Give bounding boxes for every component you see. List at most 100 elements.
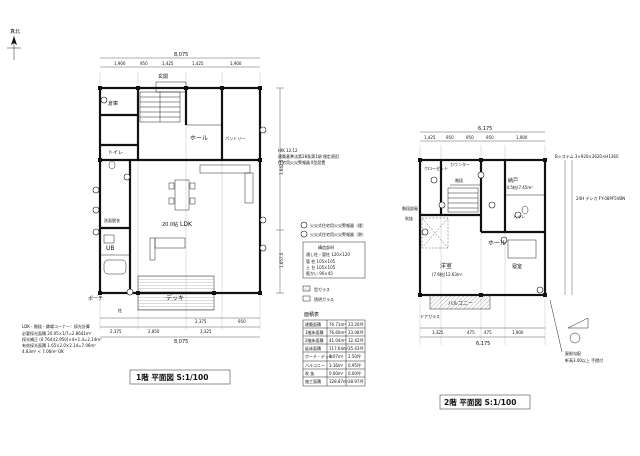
area-cell: 施工面積: [305, 378, 321, 384]
area-cell: 2階床面積: [305, 337, 324, 343]
north-arrow-icon: 真北: [7, 28, 21, 60]
plan1-room-porch: ポーチ: [88, 295, 103, 302]
plan1-dim-bottom: 2,375: [110, 329, 122, 334]
area-cell: 41.04m²: [329, 338, 346, 343]
plan1-room-toilet: トイレ: [108, 150, 123, 156]
area-cell: 0.95坪: [348, 362, 361, 368]
area-cell: 延床面積: [305, 345, 321, 351]
roof-pitch-icon: [567, 317, 589, 344]
area-cell: 0.00m²: [329, 371, 344, 376]
plan2-dim-top: 950: [486, 135, 494, 140]
plan1-title-box: [129, 369, 231, 385]
plan2-room-balcony: バルコニー: [448, 301, 473, 307]
plan2-toilet-icon: [521, 205, 529, 215]
plan1-dim-top-total: 8,075: [174, 52, 188, 58]
plan2-room-toilet: トイレ: [513, 214, 525, 219]
area-table-title: 面積表: [304, 311, 319, 318]
plan1-dim-top: 1,900: [230, 61, 242, 66]
plan2-room-counter: カウンター: [450, 161, 470, 167]
plan2-dim-bottom-total: 6,175: [476, 341, 490, 347]
plan2-callout: 軒高3.00以上 手摺付: [565, 357, 603, 363]
legend-alarm1: 火災式住宅用火災警報器（煙）: [310, 222, 366, 228]
area-cell: 128.87m²: [329, 379, 349, 384]
area-cell: 23.08坪: [348, 329, 363, 335]
plan2-callout: Bシステム 3×920×3620×H1360: [555, 153, 619, 159]
legend-structure-box: [302, 241, 366, 279]
plan2-group: 6,175 1,425 950 950 950 1,900: [402, 126, 625, 410]
legend-row: 筋かい 90×45: [306, 270, 333, 276]
clear-glass-icon: [302, 295, 311, 302]
area-cell: 35.43坪: [348, 345, 363, 351]
plan1-room-pole: 柱: [118, 307, 122, 313]
legend-glass2: 透明ガラス: [314, 296, 334, 302]
plan1-dim-bottom: 3,325: [200, 329, 212, 334]
area-cell: 建築面積: [305, 321, 321, 327]
area-cell: 吹 抜: [305, 370, 314, 376]
plan1-room-bath: UB: [106, 245, 115, 252]
plan2-dim-top: 1,425: [424, 135, 436, 140]
area-cell: バルコニー: [305, 363, 325, 368]
legend-alarm2: 火災式住宅用火災警報器（熱）: [310, 231, 366, 237]
plan1-kitchen-counter: [199, 164, 251, 174]
area-cell: 8.07m²: [329, 354, 344, 359]
plan2-room-western1-area: (7.6帖)12.63m²: [432, 271, 463, 277]
plan2-dim-bottom: 475: [484, 330, 492, 335]
plan1-dim-top: 1,425: [162, 61, 174, 66]
legend-box-title: 構造部材: [318, 244, 334, 250]
plan1-note: 有効採光面積 1.65×2.0×2.14=7.06m²: [22, 342, 96, 348]
plan1-dim-right: 1,657.5: [279, 252, 284, 268]
plan1-room-deck: デッキ: [166, 294, 184, 302]
plan1-room-ldk-area: 20.0帖: [162, 221, 178, 228]
plan1-room-ldk: LDK: [180, 221, 193, 228]
plan2-room-hall: ホール: [488, 240, 506, 247]
plan1-dim-top: 1,425: [192, 61, 204, 66]
heat-alarm-icon: [300, 230, 308, 238]
plan1-notes: LDK・階段・踊場コーナー：採光計算 必要採光面積 20.05×1/7=2.86…: [22, 323, 102, 354]
plan2-dim-bottom: 475: [467, 330, 475, 335]
plan1-note: 必要採光面積 20.05×1/7=2.8641m²: [22, 330, 92, 336]
plan1-dining-table: [168, 179, 196, 211]
plan1-room-washroom: 洗面脱衣: [104, 217, 120, 223]
legend-row: 土 台 105×105: [306, 264, 336, 270]
plan2-bed: [507, 239, 537, 259]
area-cell: 1階床面積: [305, 329, 324, 335]
plan2-room-closet: クローゼット: [424, 165, 448, 171]
area-cell: 76.60m²: [329, 330, 346, 335]
plan2-void: [421, 217, 449, 249]
area-table: 面積表 建築面積 76.71m² 23.20坪 1階床面積 76.60m² 23…: [302, 311, 366, 387]
area-cell: 3.16m²: [329, 363, 344, 368]
area-cell: 23.20坪: [348, 321, 363, 327]
plan1-bathtub: [103, 259, 127, 275]
plan1-room-storage: 倉庫: [108, 100, 118, 107]
plan2-grid-markers: [421, 171, 544, 294]
plan1-columns: [98, 86, 262, 295]
plan1-dim-top: 950: [140, 61, 148, 66]
plan1-note: 4.83m² < 7.06m² OK: [22, 349, 64, 354]
area-cell: 0.00坪: [348, 370, 361, 376]
plan1-dim-bottom: 2,850: [148, 329, 160, 334]
smoke-alarm-icon: [300, 221, 308, 229]
legend-row: 通し柱・管柱 120×120: [306, 251, 350, 257]
plan2-callout: ドアガラス: [420, 313, 440, 319]
area-cell: ポーチ・デッキ: [305, 353, 333, 359]
plan1-deck-area: [137, 275, 215, 311]
plan1-stair: [139, 91, 181, 123]
plan2-balcony-area: [429, 294, 491, 310]
plan1-dim-bottom: 950: [238, 319, 246, 324]
plan1-group: 8,075 1,900 950 1,425 1,425 1,900: [22, 52, 339, 385]
area-cell: 38.97坪: [348, 378, 363, 384]
plan1-sink-icon: [103, 234, 115, 244]
plan2-room-stair: 階段: [455, 177, 463, 183]
plan2-columns: [418, 158, 547, 297]
legend-row: 管 柱 105×105: [306, 258, 336, 264]
plan1-sofa: [149, 237, 186, 261]
plan2-dim-bottom: 3,325: [432, 330, 444, 335]
legend-glass1: 型ガラス: [314, 286, 330, 292]
plan1-dim-bottom-total: 8,075: [174, 339, 188, 345]
plan2-title: 2階 平面図 S:1/100: [444, 397, 516, 407]
plan2-title-box: [439, 394, 531, 410]
plan2-stair: [447, 187, 479, 213]
plan1-title: 1階 平面図 S:1/100: [136, 372, 208, 382]
